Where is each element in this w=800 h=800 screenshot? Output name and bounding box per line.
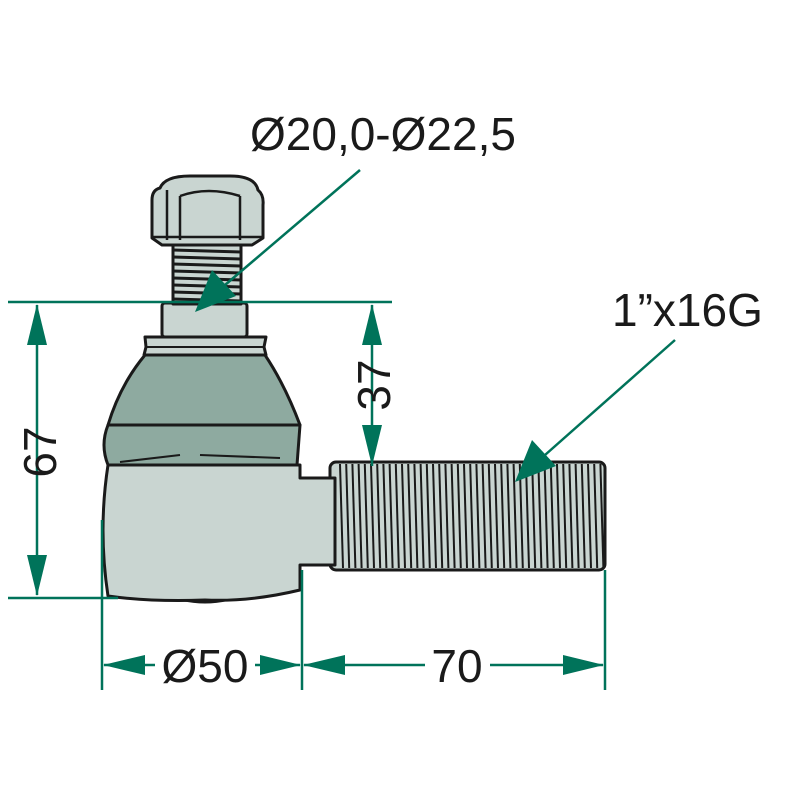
thread-spec-label: 1”x16G [612,284,763,336]
threaded-shank [328,460,607,572]
thread-line [438,463,444,569]
housing [101,335,337,604]
thread-line [512,463,518,569]
thread-line [537,463,543,569]
thread-line [388,463,394,569]
thread-line [500,463,506,569]
thread-line [450,463,456,569]
thread-line [543,463,549,569]
dimension-lines [8,169,676,690]
stud-thread-line [172,248,242,254]
thread-line [363,463,369,569]
thread-line [370,463,375,569]
thread-line [494,463,499,569]
thread-line [487,463,493,569]
thread-line [357,463,363,569]
thread-line [562,463,568,569]
thread-line [394,463,400,569]
thread-line [580,463,586,569]
thread-line [376,463,382,569]
shank-length-label: 70 [431,640,482,692]
thread-line [382,463,388,569]
thread-line [345,463,351,569]
thread-line [456,463,462,569]
overall-height-label: 67 [14,426,66,477]
thread-line [475,463,481,569]
thread-line [407,463,413,569]
thread-line [549,463,555,569]
thread-line [599,463,605,569]
thread-line [574,463,580,569]
stud-thread-line [172,269,242,275]
thread-line [425,463,431,569]
thread-line [339,463,344,569]
thread-line [587,463,592,569]
thread-line [556,463,561,569]
thread-line [444,463,450,569]
thread-line [568,463,574,569]
thread-line [481,463,487,569]
castle-nut [150,174,265,247]
thread-line [593,463,599,569]
stud-thread-line [172,255,242,261]
thread-line [419,463,425,569]
thread-line [469,463,475,569]
thread-line [518,463,524,569]
thread-line [351,463,357,569]
stud-height-label: 37 [348,359,400,410]
thread-line [432,463,437,569]
thread-line [463,463,468,569]
housing-diameter-label: Ø50 [162,640,249,692]
thread-line [401,463,406,569]
thread-line [413,463,419,569]
thread-line [506,463,512,569]
thread-line [531,463,537,569]
ball-stud-diameter-label: Ø20,0-Ø22,5 [250,108,516,160]
thread-line [525,463,530,569]
stud-thread-line [172,262,242,268]
